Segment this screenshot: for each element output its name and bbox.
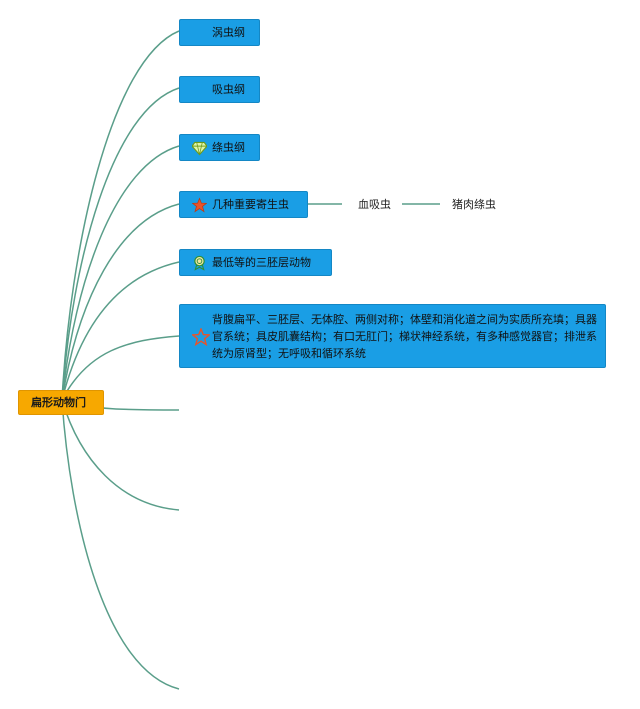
connector-empty-2 — [61, 399, 180, 511]
branch-taochong[interactable]: 绦虫纲 — [179, 134, 260, 161]
branch-parasites[interactable]: 几种重要寄生虫 — [179, 191, 308, 218]
award-icon — [192, 255, 207, 270]
branch-lowest-triploblastic[interactable]: 最低等的三胚层动物 — [179, 249, 332, 276]
root-node[interactable]: 扁形动物门 — [18, 390, 104, 415]
branch-label: 绦虫纲 — [212, 140, 245, 154]
connector-parasites — [61, 203, 180, 401]
branch-label: 吸虫纲 — [212, 82, 245, 96]
branch-xichong[interactable]: 吸虫纲 — [179, 76, 260, 103]
diamond-icon — [192, 140, 207, 155]
branch-label: 最低等的三胚层动物 — [212, 255, 311, 269]
branch-label: 涡虫纲 — [212, 25, 245, 39]
connector-desc — [61, 335, 180, 401]
connector-wochong — [61, 30, 180, 401]
connector-xichong — [61, 87, 180, 401]
parasite-child-zhuroutaochong[interactable]: 猪肉绦虫 — [452, 198, 496, 211]
connector-lowest — [61, 261, 180, 401]
branch-label: 几种重要寄生虫 — [212, 197, 289, 211]
connector-taochong — [61, 145, 180, 401]
parasite-child-xuexichong[interactable]: 血吸虫 — [358, 198, 391, 211]
star-outline-icon — [190, 327, 212, 347]
branch-characteristics[interactable]: 背腹扁平、三胚层、无体腔、两侧对称；体壁和消化道之间为实质所充填；具器官系统；具… — [179, 304, 606, 368]
characteristics-text: 背腹扁平、三胚层、无体腔、两侧对称；体壁和消化道之间为实质所充填；具器官系统；具… — [212, 313, 597, 360]
connector-empty-3 — [61, 399, 180, 690]
branch-wochong[interactable]: 涡虫纲 — [179, 19, 260, 46]
star-icon — [192, 197, 207, 212]
